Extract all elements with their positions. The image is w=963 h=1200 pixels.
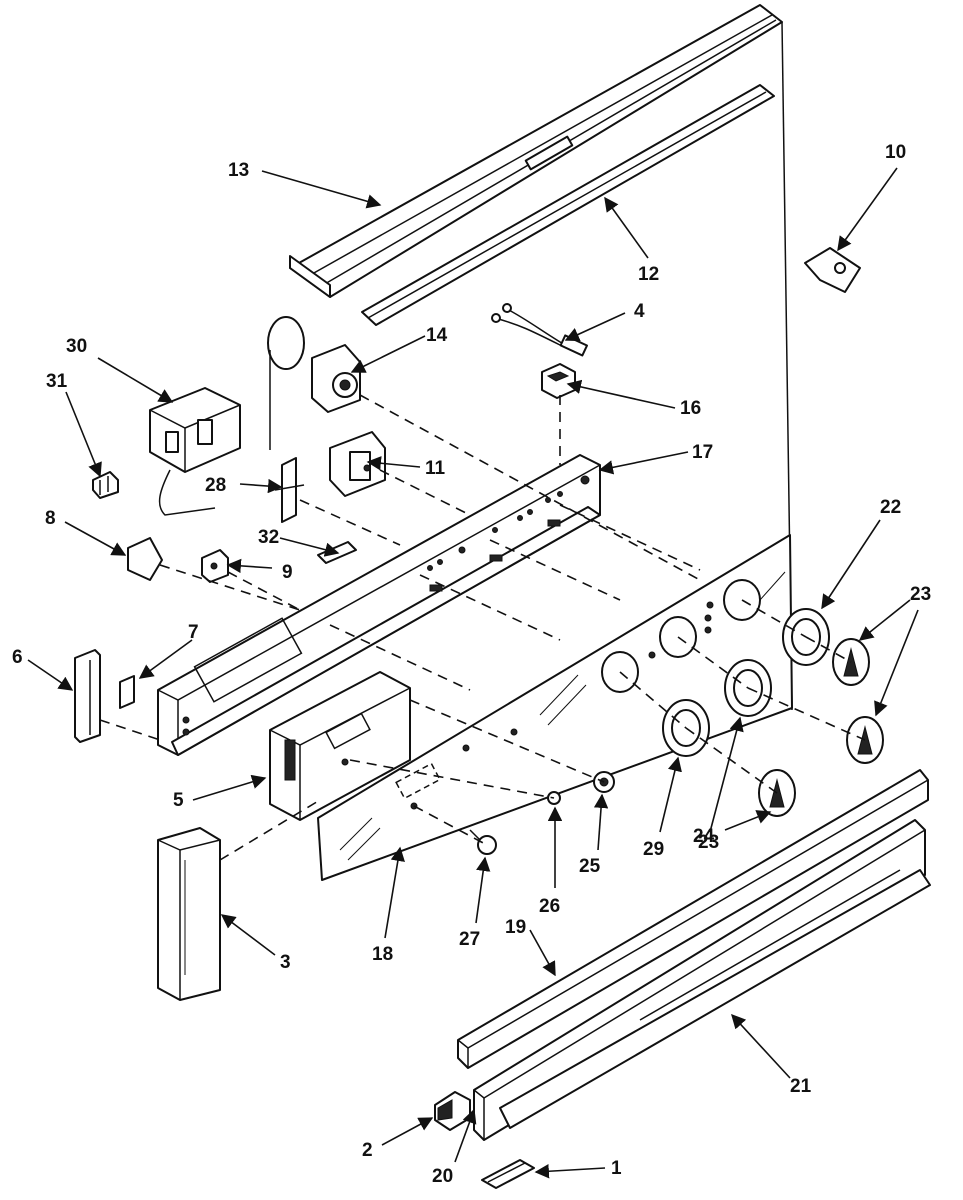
callout-24: 24 [693,826,715,847]
callout-14: 14 [426,325,448,346]
part-16-terminal-block [541,363,576,399]
part-14-thermostat [267,316,361,450]
callout-20: 20 [432,1166,453,1187]
callout-6: 6 [12,647,23,668]
callout-4: 4 [634,301,645,322]
callout-28: 28 [205,475,226,496]
callout-32: 32 [258,527,279,548]
leader-lines [27,167,919,1179]
part-17-control-bracket [157,454,601,756]
callout-18: 18 [372,944,393,965]
callout-19: 19 [505,917,526,938]
callout-7: 7 [188,622,199,643]
callout-9: 9 [282,562,293,583]
callout-labels: 1 2 3 4 5 6 7 8 9 10 11 12 13 14 16 17 1… [12,142,931,1187]
part-23-knob-b [846,716,884,764]
part-4-wire [491,303,588,357]
callout-26: 26 [539,896,560,917]
part-30-transformer [149,387,241,516]
callout-31: 31 [46,371,68,392]
part-9-clip [201,549,229,583]
callout-13: 13 [228,160,249,181]
callout-23-lower: 23 [698,832,719,853]
callout-17: 17 [692,442,713,463]
callout-3: 3 [280,952,291,973]
part-7-plate [119,675,135,709]
part-28-bracket [274,457,305,523]
part-11-switch [329,431,386,497]
part-5-electronic-control [269,671,411,821]
callout-2: 2 [362,1140,373,1161]
callout-21: 21 [790,1076,812,1097]
callout-1: 1 [611,1158,622,1179]
part-22-bezel [782,608,830,666]
part-6-side-bracket [74,649,101,743]
callout-27: 27 [459,929,480,950]
callout-22: 22 [880,497,901,518]
part-27-screw [469,829,497,855]
callout-16: 16 [680,398,701,419]
callout-10: 10 [885,142,906,163]
part-1-clip [481,1159,535,1189]
part-10-clip [804,247,861,293]
part-31-connector [92,471,119,499]
callout-30: 30 [66,336,87,357]
part-19-lower-trim [457,769,929,1069]
callout-8: 8 [45,508,56,529]
assembly-lines [99,394,866,861]
part-8-end-cap [127,537,163,581]
part-21-bottom-trim [473,819,931,1141]
part-2-end-cap [434,1091,471,1131]
part-12-channel [361,84,775,326]
callout-25: 25 [579,856,601,877]
callout-5: 5 [173,790,184,811]
part-13-top-trim [289,4,783,298]
callout-23-upper: 23 [910,584,931,605]
callout-29: 29 [643,839,664,860]
callout-11: 11 [425,458,446,479]
part-3-end-trim [157,827,221,1001]
callout-12: 12 [638,264,659,285]
